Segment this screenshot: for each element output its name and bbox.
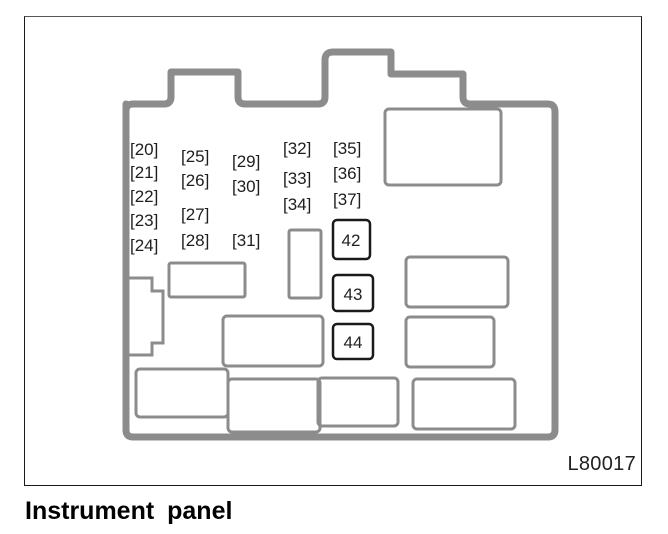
fuse-27: [27]: [181, 205, 209, 224]
fuse-31: [31]: [232, 231, 260, 250]
fuse-33: [33]: [283, 169, 311, 188]
fuse-25: [25]: [181, 147, 209, 166]
fuse-28: [28]: [181, 231, 209, 250]
connector-block-left: [126, 276, 165, 357]
fuse-26: [26]: [181, 171, 209, 190]
relay-block-center: [221, 314, 325, 368]
fuse-24: [24]: [130, 236, 158, 255]
relay-block-bottom-1: [134, 367, 230, 419]
fuse-34: [34]: [283, 195, 311, 214]
relay-block-mid-right-1: [404, 255, 510, 309]
diagram-code: L80017: [567, 453, 636, 475]
fuse-22: [22]: [130, 187, 158, 206]
fuse-30: [30]: [232, 177, 260, 196]
connector-block-vertical: [287, 228, 323, 300]
fuse-37: [37]: [333, 190, 361, 209]
fuse-23: [23]: [130, 211, 158, 230]
relay-block-mid-right-2: [404, 315, 496, 369]
connector-block-small: [167, 261, 247, 299]
relay-43-box: [331, 273, 375, 313]
fuse-29: [29]: [232, 152, 260, 171]
fuse-36: [36]: [333, 164, 361, 183]
relay-block-bottom-2: [226, 377, 322, 434]
relay-block-bottom-3: [316, 376, 400, 428]
fuse-32: [32]: [283, 139, 311, 158]
relay-block-bottom-4: [411, 377, 517, 431]
relay-42-label: 42: [342, 231, 361, 250]
relay-44-box: [331, 322, 375, 361]
relay-42-box: [331, 218, 372, 261]
relay-43-label: 43: [344, 285, 363, 304]
fuse-21: [21]: [130, 163, 158, 182]
diagram-caption: Instrument panel: [25, 497, 233, 525]
relay-block-top-right: [383, 107, 503, 187]
fuse-20: [20]: [130, 140, 158, 159]
fuse-box-housing: [122, 48, 559, 441]
fuse-35: [35]: [333, 139, 361, 158]
relay-44-label: 44: [344, 333, 363, 352]
